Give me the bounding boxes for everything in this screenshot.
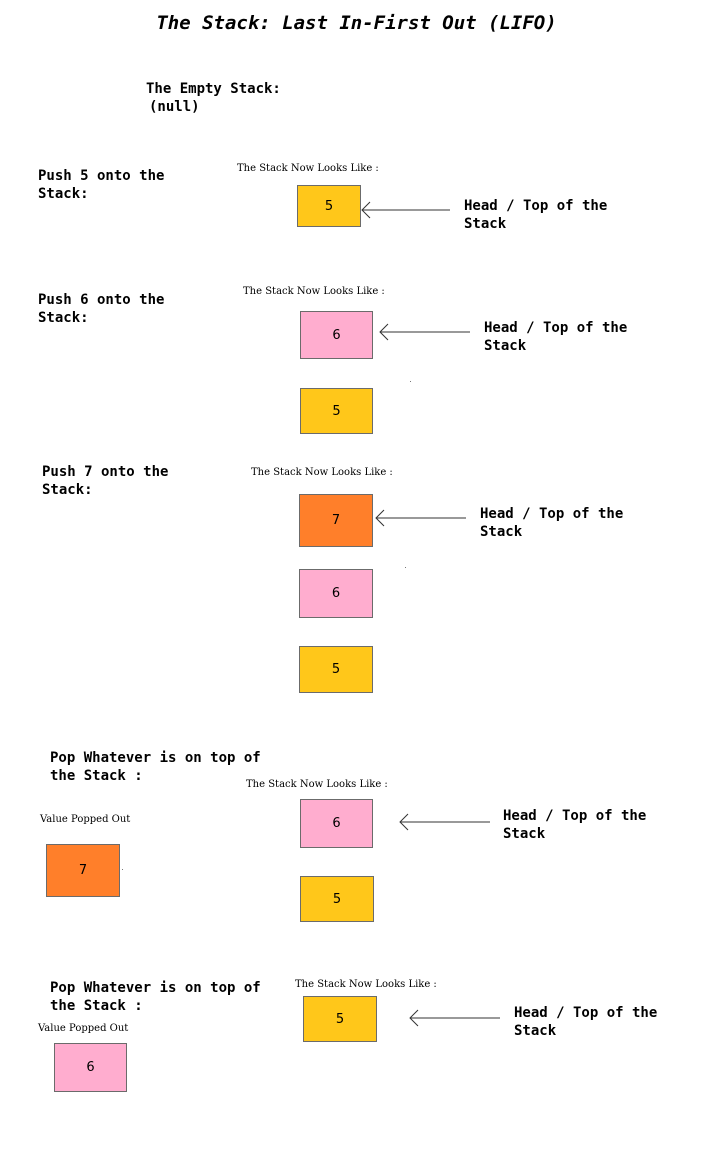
- step-4-head-arrow: [399, 813, 490, 831]
- step-5-operation: Pop Whatever is on top of the Stack :: [50, 980, 261, 1014]
- step-2-caption: The Stack Now Looks Like :: [243, 286, 385, 297]
- step-3-head-label: Head / Top of the Stack: [480, 506, 624, 540]
- step-3-stack-node-7: 7: [299, 494, 373, 547]
- step-4-stack-node-5: 5: [300, 876, 374, 922]
- step-5-popped-caption: Value Popped Out: [38, 1023, 129, 1034]
- step-5-caption: The Stack Now Looks Like :: [295, 979, 437, 990]
- step-2-head-arrow: [379, 323, 470, 341]
- step-1-head-arrow: [361, 201, 450, 219]
- stray-dot: [410, 381, 411, 382]
- step-5-head-label: Head / Top of the Stack: [514, 1005, 658, 1039]
- step-1-stack-node-5: 5: [297, 185, 361, 227]
- step-5-popped-node-6: 6: [54, 1043, 127, 1092]
- step-1-caption: The Stack Now Looks Like :: [237, 163, 379, 174]
- step-3-stack-node-6: 6: [299, 569, 373, 618]
- empty-stack-value: (null): [149, 99, 200, 115]
- step-4-caption: The Stack Now Looks Like :: [246, 779, 388, 790]
- step-5-head-arrow: [409, 1009, 500, 1027]
- step-3-stack-node-5: 5: [299, 646, 373, 693]
- step-3-head-arrow: [375, 509, 466, 527]
- step-4-popped-caption: Value Popped Out: [40, 814, 131, 825]
- step-2-operation: Push 6 onto the Stack:: [38, 292, 165, 326]
- step-4-popped-node-7: 7: [46, 844, 120, 897]
- step-3-caption: The Stack Now Looks Like :: [251, 467, 393, 478]
- step-2-head-label: Head / Top of the Stack: [484, 320, 628, 354]
- step-4-stack-node-6: 6: [300, 799, 373, 848]
- step-2-stack-node-5: 5: [300, 388, 373, 434]
- stray-dot: [405, 567, 406, 568]
- step-4-head-label: Head / Top of the Stack: [503, 808, 647, 842]
- step-5-stack-node-5: 5: [303, 996, 377, 1042]
- step-2-stack-node-6: 6: [300, 311, 373, 359]
- step-3-operation: Push 7 onto the Stack:: [42, 464, 169, 498]
- step-4-operation: Pop Whatever is on top of the Stack :: [50, 750, 261, 784]
- step-1-operation: Push 5 onto the Stack:: [38, 168, 165, 202]
- page-title: The Stack: Last In-First Out (LIFO): [156, 12, 557, 34]
- empty-stack-label: The Empty Stack:: [146, 81, 281, 97]
- step-1-head-label: Head / Top of the Stack: [464, 198, 608, 232]
- stray-dot: [122, 869, 123, 870]
